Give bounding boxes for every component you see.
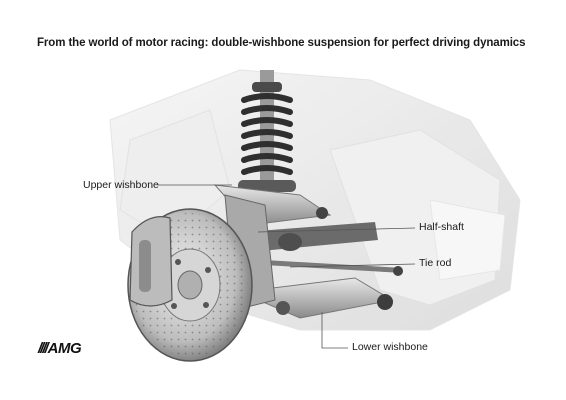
label-lower-wishbone: Lower wishbone xyxy=(352,341,428,353)
leader-lines xyxy=(158,184,416,349)
amg-logo: ////AMG xyxy=(38,340,82,357)
headline: From the world of motor racing: double-w… xyxy=(37,37,526,49)
label-tie-rod: Tie rod xyxy=(419,257,452,269)
leader-line-half-shaft xyxy=(257,227,416,233)
label-half-shaft: Half-shaft xyxy=(419,221,464,233)
label-upper-wishbone: Upper wishbone xyxy=(83,179,159,191)
lower-wishbone-part xyxy=(238,277,394,319)
brake-caliper xyxy=(129,216,173,307)
logo-stripes-icon: //// xyxy=(38,340,49,357)
logo-text: AMG xyxy=(47,340,82,357)
leader-line-lower-wishbone xyxy=(321,312,348,349)
leader-line-tie-rod xyxy=(289,263,416,268)
